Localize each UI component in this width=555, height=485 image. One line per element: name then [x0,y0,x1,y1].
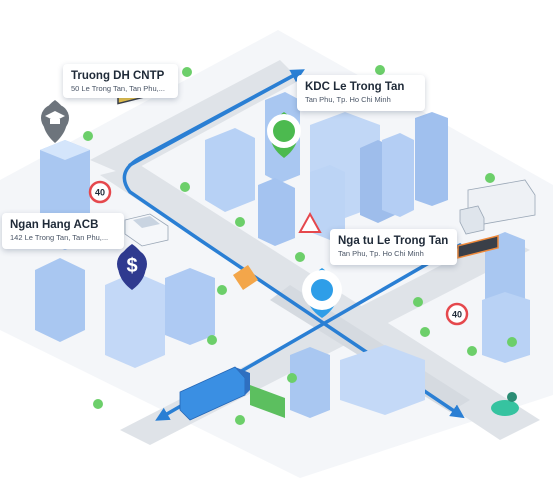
building [205,128,255,212]
tree [93,399,103,409]
speed-limit-value: 40 [452,310,462,320]
tree [235,415,245,425]
intersection-subtitle: Tan Phu, Tp. Ho Chi Minh [338,249,424,258]
tree [207,335,217,345]
tree [485,173,495,183]
bank-title: Ngan Hang ACB [10,219,99,231]
tree [182,67,192,77]
green-road-sign [250,385,285,418]
intersection-pin[interactable] [302,268,342,318]
building [310,165,345,240]
graduation-cap-icon [45,111,65,124]
route-arrow-north [128,69,305,167]
tree [413,297,423,307]
residential-title: KDC Le Trong Tan [305,81,405,93]
car-white [124,213,169,247]
bank-pin[interactable]: $ [117,244,147,290]
tree [420,327,430,337]
dollar-icon: $ [126,255,137,277]
building [340,345,425,415]
bank-subtitle: 142 Le Trong Tan, Tan Phu,... [10,233,109,242]
building [105,272,165,368]
building [382,133,414,217]
building [258,178,295,246]
building [485,232,525,308]
university-title: Truong DH CNTP [71,70,165,82]
overhead-sign [457,234,499,259]
speed-limit-sign: 40 [445,302,469,326]
tree [295,252,305,262]
building [35,258,85,342]
residential-subtitle: Tan Phu, Tp. Ho Chi Minh [305,95,391,104]
target-dot-icon [311,279,333,301]
university-pin[interactable] [41,100,69,143]
building [482,292,530,363]
tree [83,131,93,141]
direction-sign [233,265,258,290]
speed-limit-sign: 40 [88,180,112,204]
tree [180,182,190,192]
trees [83,65,517,425]
tree [287,373,297,383]
tree [375,65,385,75]
building [165,268,215,345]
bank-label-card[interactable]: Ngan Hang ACB 142 Le Trong Tan, Tan Phu,… [2,213,124,249]
building-roof [40,140,90,160]
truck-white [459,179,536,235]
university-label-card[interactable]: Truong DH CNTP 50 Le Trong Tan, Tan Phu,… [63,64,178,98]
intersection-label-card[interactable]: Nga tu Le Trong Tan Tan Phu, Tp. Ho Chi … [330,229,457,265]
tree [235,217,245,227]
warning-sign-icon [298,211,322,233]
speed-limit-value: 40 [95,188,105,198]
residential-pin[interactable] [267,112,301,158]
location-dot-icon [273,120,295,142]
tree [507,337,517,347]
tree [467,346,477,356]
truck-blue [179,366,250,421]
intersection-title: Nga tu Le Trong Tan [338,235,449,247]
university-subtitle: 50 Le Trong Tan, Tan Phu,... [71,84,165,93]
building [415,112,448,206]
building [290,347,330,418]
road-north-west [90,60,300,175]
residential-label-card[interactable]: KDC Le Trong Tan Tan Phu, Tp. Ho Chi Min… [297,75,425,111]
tree [217,285,227,295]
road-signs: 40 40 [88,83,499,418]
motorbike [491,392,519,416]
vehicles [124,179,536,421]
